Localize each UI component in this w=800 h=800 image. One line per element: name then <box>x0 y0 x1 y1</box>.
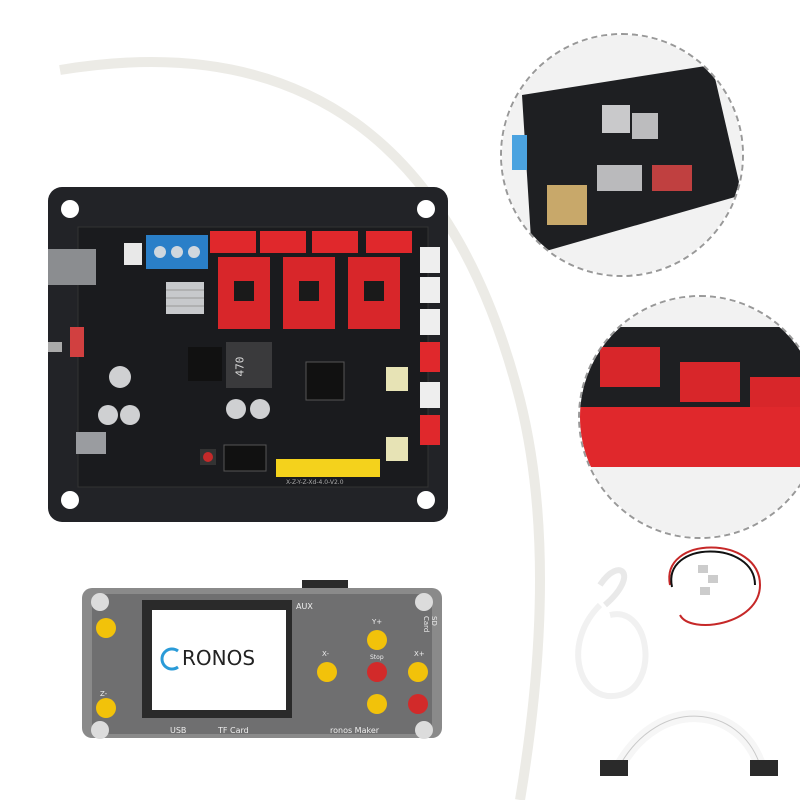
button-label-x-minus: X- <box>322 650 329 658</box>
board-graphic <box>42 187 448 522</box>
offline-controller: RONOS AUX USB TF Card SD Card ronos Make… <box>82 520 442 745</box>
button-label-x-plus: X+ <box>414 650 425 658</box>
tf-card-label: TF Card <box>218 726 249 735</box>
button-label-z-minus: Z- <box>100 690 108 698</box>
button-label-y-plus: Y+ <box>372 618 383 626</box>
zoom-drivers-graphic <box>580 297 800 537</box>
cables-accessories <box>575 546 778 776</box>
usb-label: USB <box>170 726 187 735</box>
cronos-logo-icon <box>160 647 179 671</box>
zoom-circle-drivers <box>578 295 800 539</box>
brand-label: ronos Maker <box>330 726 380 735</box>
sd-card-label: SD Card <box>422 616 438 633</box>
zoom-circle-power <box>500 33 744 277</box>
controller-graphic <box>82 520 442 739</box>
main-controller-board: 470 X-Z-Y-Z-Xd-4.0-V2.0 <box>42 187 448 522</box>
inductor-label: 470 <box>233 356 247 377</box>
button-label-stop: Stop <box>370 654 384 661</box>
aux-label: AUX <box>296 602 313 611</box>
board-silk-label: X-Z-Y-Z-Xd-4.0-V2.0 <box>286 479 344 486</box>
zoom-power-graphic <box>502 35 742 275</box>
screen-logo-text: RONOS <box>182 646 256 670</box>
